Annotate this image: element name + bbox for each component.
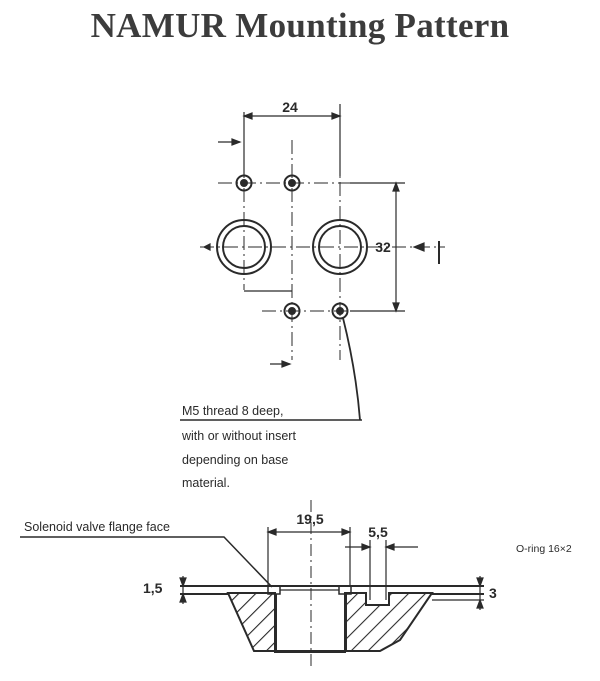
dim-3-label: 3 — [489, 585, 497, 601]
dim-19-5-label: 19,5 — [296, 511, 323, 527]
section-marker — [202, 241, 440, 264]
section-view — [20, 500, 484, 666]
dimension-24 — [242, 104, 342, 176]
dim-24-label: 24 — [282, 99, 298, 115]
offset-arrows — [218, 138, 292, 368]
dim-32-label: 32 — [375, 239, 391, 255]
thread-note-line-2: with or without insert — [181, 429, 296, 443]
dim-1-5-label: 1,5 — [143, 580, 163, 596]
flange-face-label: Solenoid valve flange face — [24, 520, 170, 534]
dim-5-5-label: 5,5 — [368, 524, 388, 540]
dimension-32 — [350, 181, 405, 313]
thread-note-leader — [342, 317, 361, 421]
page-title: NAMUR Mounting Pattern — [90, 6, 510, 45]
thread-holes — [235, 174, 349, 320]
dimension-3 — [432, 576, 484, 610]
thread-note-line-1: M5 thread 8 deep, — [182, 404, 283, 418]
hatched-body — [226, 592, 434, 653]
thread-note-line-4: material. — [182, 476, 230, 490]
dimension-5-5 — [345, 540, 418, 600]
flange-face-leader — [20, 536, 273, 588]
thread-note-line-3: depending on base — [182, 453, 288, 467]
oring-label: O-ring 16×2 — [516, 543, 572, 555]
large-port-right — [312, 219, 368, 275]
dimension-19-5 — [266, 527, 352, 586]
top-view: 24 32 — [180, 99, 445, 421]
dimension-1-5 — [179, 576, 187, 604]
large-port-left — [216, 219, 272, 275]
